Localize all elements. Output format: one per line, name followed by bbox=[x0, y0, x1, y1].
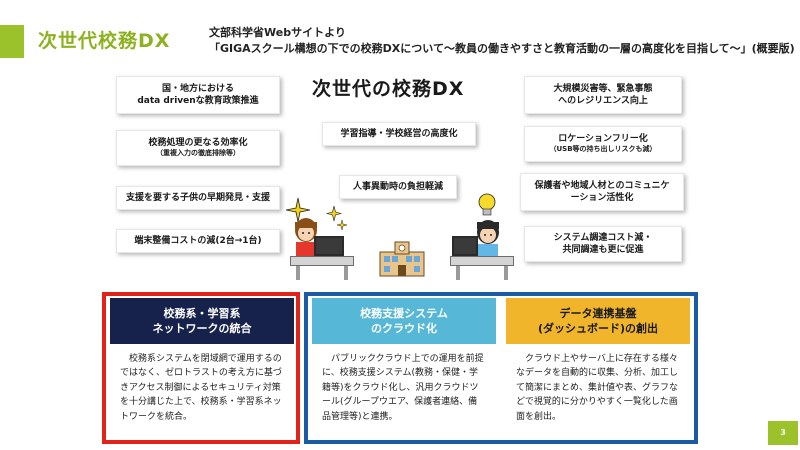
highlight-frame-red bbox=[102, 292, 300, 444]
tag-sub: （重複入力の徹底排除等） bbox=[156, 149, 240, 158]
tag-sub: （USB等の持ち出しリスクも減） bbox=[549, 145, 657, 154]
panel-header: データ連携基盤 (ダッシュボード)の創出 bbox=[506, 298, 690, 344]
tag-device-cost: 端末整備コストの減(2台→1台) bbox=[116, 229, 280, 253]
tag-early-support: 支援を要する子供の早期発見・支援 bbox=[116, 186, 280, 210]
tag-line: ロケーションフリー化 bbox=[558, 134, 648, 145]
tag-line: 国・地方における bbox=[161, 83, 234, 94]
teacher-right-icon bbox=[452, 220, 499, 258]
tag-line: 学習指導・学校経営の高度化 bbox=[340, 128, 458, 139]
panel-title: データ連携基盤 bbox=[559, 306, 637, 320]
panel-title: ネットワークの統合 bbox=[152, 322, 252, 335]
panel-title: 校務支援システム bbox=[360, 306, 448, 320]
tag-location-free: ロケーションフリー化 （USB等の持ち出しリスクも減） bbox=[524, 126, 682, 162]
panel-network-integration: 校務系・学習系 ネットワークの統合 校務系システムを閉域網で運用するのではなく、… bbox=[110, 298, 294, 442]
panel-body: パブリッククラウド上での運用を前提に、校務支援システム(教務・保健・学籍等)をク… bbox=[322, 354, 484, 422]
tag-transfer-burden: 人事異動時の負担軽減 bbox=[339, 175, 457, 199]
teacher-left-icon bbox=[295, 218, 344, 256]
highlight-frame-blue bbox=[304, 292, 698, 444]
tag-learning-management: 学習指導・学校経営の高度化 bbox=[322, 122, 476, 146]
tag-line: 共同調達も更に促進 bbox=[562, 245, 644, 255]
tag-data-driven-policy: 国・地方における data drivenな教育政策推進 bbox=[116, 76, 280, 114]
panel-header: 校務系・学習系 ネットワークの統合 bbox=[110, 298, 294, 344]
panel-body: 校務系システムを閉域網で運用するのではなく、ゼロトラストの考え方に基づきアクセス… bbox=[120, 354, 282, 422]
desk-left bbox=[290, 256, 354, 266]
tag-procurement-cost: システム調達コスト減・ 共同調達も更に促進 bbox=[524, 226, 682, 262]
tag-line: 支援を要する子供の早期発見・支援 bbox=[125, 192, 270, 203]
tag-line: 人事異動時の負担軽減 bbox=[352, 181, 443, 192]
tag-line: 端末整備コストの減(2台→1台) bbox=[134, 235, 262, 246]
panel-body: クラウド上やサーバ上に存在する様々なデータを自動的に収集、分析、加工して簡潔にま… bbox=[516, 354, 679, 422]
desk-leg bbox=[344, 266, 348, 280]
school-building-icon bbox=[379, 241, 425, 277]
desk-leg bbox=[456, 266, 460, 280]
main-title: 次世代の校務DX bbox=[312, 78, 465, 100]
tag-line: 保護者や地域人材とのコミュニケ bbox=[534, 180, 670, 191]
header-title: 次世代校務DX bbox=[38, 30, 171, 52]
panel-title: (ダッシュボード)の創出 bbox=[537, 322, 659, 335]
tag-line: へのレジリエンス向上 bbox=[558, 96, 648, 106]
page-number: 3 bbox=[768, 421, 798, 445]
tag-line: システム調達コスト減・ bbox=[553, 232, 653, 243]
tag-line: ーション活性化 bbox=[570, 193, 634, 203]
panel-header: 校務支援システム のクラウド化 bbox=[312, 298, 496, 344]
tag-resilience: 大規模災害等、緊急事態 へのレジリエンス向上 bbox=[524, 76, 682, 114]
tag-line: 大規模災害等、緊急事態 bbox=[553, 83, 653, 94]
tag-communication: 保護者や地域人材とのコミュニケ ーション活性化 bbox=[520, 173, 684, 211]
source-line-1: 文部科学省Webサイトより bbox=[209, 26, 346, 39]
desk-leg bbox=[504, 266, 508, 280]
panel-title: 校務系・学習系 bbox=[163, 306, 241, 320]
lightbulb-icon bbox=[478, 193, 496, 216]
header-accent-bar bbox=[0, 25, 24, 58]
panel-title: のクラウド化 bbox=[371, 322, 437, 335]
desk-leg bbox=[296, 266, 300, 280]
tag-line: data drivenな教育政策推進 bbox=[137, 96, 259, 106]
tag-efficiency: 校務処理の更なる効率化 （重複入力の徹底排除等） bbox=[116, 130, 280, 166]
desk-right bbox=[450, 256, 514, 266]
tag-line: 校務処理の更なる効率化 bbox=[148, 138, 248, 149]
source-line-2: 「GIGAスクール構想の下での校務DXについて〜教員の働きやすさと教育活動の一層… bbox=[209, 42, 795, 55]
panel-data-platform: データ連携基盤 (ダッシュボード)の創出 クラウド上やサーバ上に存在する様々なデ… bbox=[506, 298, 690, 442]
panel-cloud-migration: 校務支援システム のクラウド化 パブリッククラウド上での運用を前提に、校務支援シ… bbox=[312, 298, 496, 442]
